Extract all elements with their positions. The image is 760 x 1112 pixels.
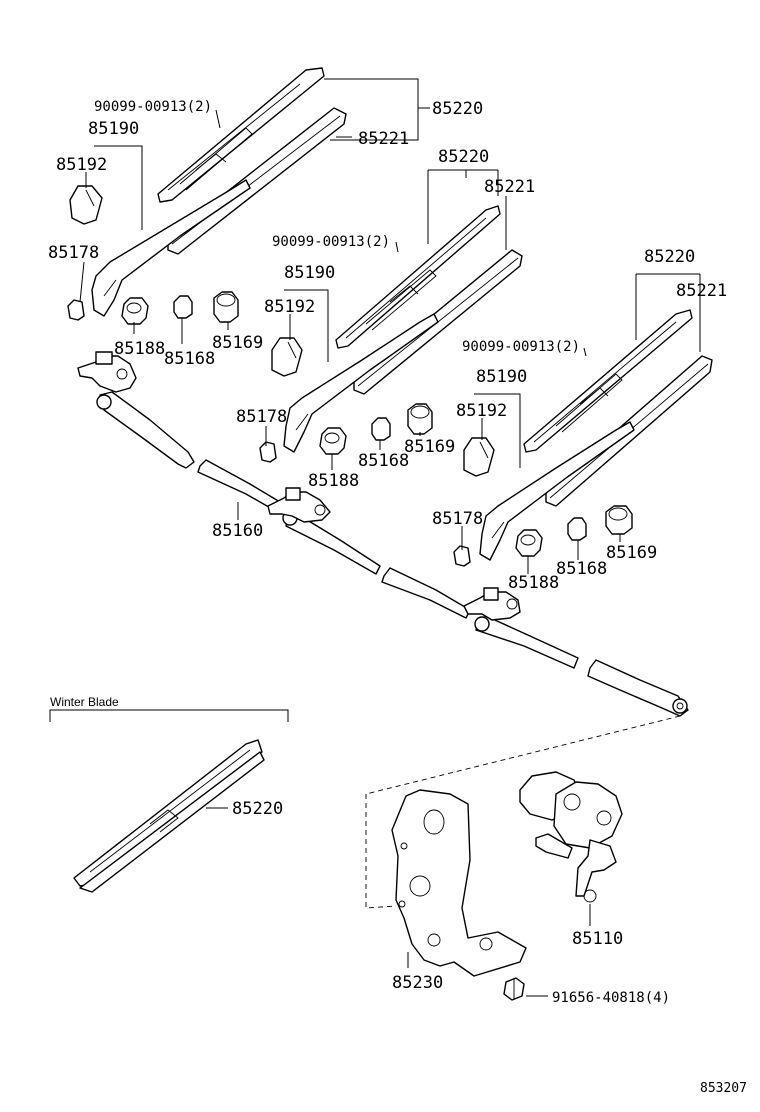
reference-line-top <box>365 715 681 795</box>
part-label-85169-c: 85169 <box>606 543 657 563</box>
part-label-85188-a: 85188 <box>114 339 165 359</box>
bolt-91656 <box>503 977 525 1001</box>
part-label-85190-a: 85190 <box>88 119 139 139</box>
part-label-85192-a: 85192 <box>56 155 107 175</box>
wiper-motor <box>519 771 623 903</box>
wiper-group-b <box>259 205 523 463</box>
part-label-85168-b: 85168 <box>358 451 409 471</box>
part-label-85220-c: 85220 <box>644 247 695 267</box>
part-label-90099-b: 90099-00913(2) <box>272 234 390 250</box>
leader-lines <box>79 78 701 997</box>
part-label-85178-a: 85178 <box>48 243 99 263</box>
part-label-85169-b: 85169 <box>404 437 455 457</box>
part-label-85190-b: 85190 <box>284 263 335 283</box>
wiper-group-a <box>67 67 347 325</box>
part-label-85169-a: 85169 <box>212 333 263 353</box>
part-label-85220-a: 85220 <box>432 99 483 119</box>
part-label-85188-b: 85188 <box>308 471 359 491</box>
part-label-85192-b: 85192 <box>264 297 315 317</box>
part-label-85168-c: 85168 <box>556 559 607 579</box>
reference-line-left <box>365 794 397 909</box>
part-label-85178-c: 85178 <box>432 509 483 529</box>
motor-bracket <box>391 789 527 977</box>
winter-blade-section <box>49 709 289 893</box>
pivot-center <box>267 487 331 523</box>
wiper-group-c <box>453 309 713 567</box>
part-label-91656: 91656-40818(4) <box>552 990 670 1006</box>
part-label-85178-b: 85178 <box>236 407 287 427</box>
part-label-85190-c: 85190 <box>476 367 527 387</box>
part-label-85221-b: 85221 <box>484 177 535 197</box>
part-label-85221-a: 85221 <box>358 129 409 149</box>
winter-blade-heading: Winter Blade <box>50 695 119 709</box>
part-label-90099-a: 90099-00913(2) <box>94 99 212 115</box>
diagram-id: 853207 <box>700 1081 747 1096</box>
part-label-85188-c: 85188 <box>508 573 559 593</box>
part-label-85192-c: 85192 <box>456 401 507 421</box>
part-label-90099-c: 90099-00913(2) <box>462 339 580 355</box>
part-label-85221-c: 85221 <box>676 281 727 301</box>
part-label-85168-a: 85168 <box>164 349 215 369</box>
part-label-85220-winter: 85220 <box>232 799 283 819</box>
part-labels: 85220 90099-00913(2) 85221 85190 85192 8… <box>48 99 747 1096</box>
pivot-left <box>77 351 137 393</box>
part-label-85160: 85160 <box>212 521 263 541</box>
part-label-85110: 85110 <box>572 929 623 949</box>
part-label-85220-b: 85220 <box>438 147 489 167</box>
pivot-right <box>463 587 521 621</box>
part-label-85230: 85230 <box>392 973 443 993</box>
